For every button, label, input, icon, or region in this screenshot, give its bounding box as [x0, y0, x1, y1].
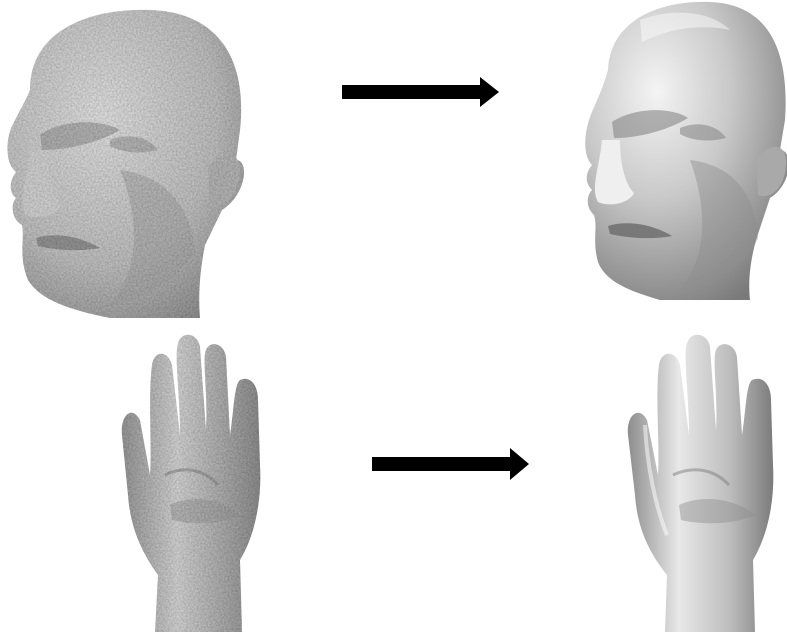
- noisy-head-render: [0, 0, 260, 318]
- smooth-head-render: [580, 0, 787, 300]
- right-arrow-icon: [372, 447, 532, 481]
- noisy-hand-render: [110, 325, 270, 632]
- right-arrow-icon: [342, 76, 502, 110]
- smooth-hand-render: [615, 325, 787, 632]
